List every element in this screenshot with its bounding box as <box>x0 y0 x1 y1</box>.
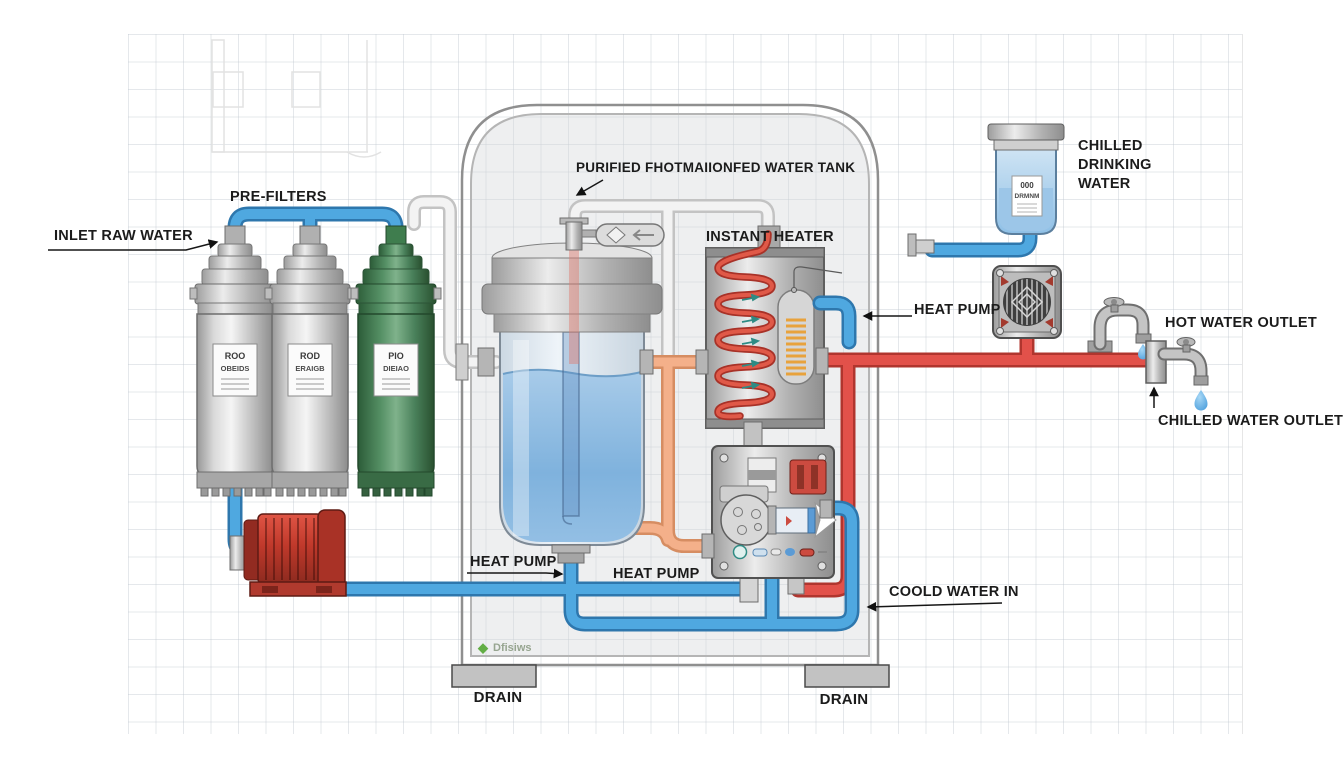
label-hot-water-outlet: HOT WATER OUTLET <box>1165 315 1317 331</box>
background-sketch-lines <box>211 39 382 158</box>
valve-diamond-icon <box>606 226 626 244</box>
instant-heater-unit <box>695 225 843 451</box>
brand-text: Dfisiws <box>493 642 532 654</box>
pre-filter-2: ROD ERAIGB <box>264 225 356 497</box>
tank-float-valve <box>559 217 665 364</box>
enclosure-foot-right <box>804 664 890 688</box>
heating-element <box>786 318 806 376</box>
label-cold-water-in: COOLD WATER IN <box>889 584 1019 600</box>
inlet-arrow <box>48 239 219 251</box>
label-heat-pump-center: HEAT PUMP <box>613 566 700 582</box>
compressor-box <box>701 445 837 603</box>
label-purified-water-tank: PURIFIED FHOTMAIIONFED WATER TANK <box>576 160 856 175</box>
filter2-sticker-title: ROD <box>300 351 321 361</box>
hot-water-faucet <box>1087 297 1152 360</box>
filter1-sticker-sub: OBEIDS <box>221 364 250 373</box>
purified-water-tank <box>455 242 663 564</box>
gauge-row <box>732 544 827 560</box>
filter3-sticker-title: PIO <box>388 351 404 361</box>
brand-logo: ◆ Dfisiws <box>478 640 532 656</box>
container-sticker-title: 000 <box>1020 181 1034 190</box>
white-tubing <box>407 195 775 369</box>
filter2-sticker-sub: ERAIGB <box>295 364 325 373</box>
filter3-sticker-sub: DIEIAO <box>383 364 409 373</box>
label-drain-right: DRAIN <box>819 691 869 708</box>
heat-pump-tank-arrow <box>467 568 564 579</box>
label-chilled-drinking-water: CHILLED DRINKING WATER <box>1078 138 1152 193</box>
heat-pump-fan-unit <box>992 265 1062 339</box>
booster-pump <box>229 509 347 597</box>
chilled-water-container: 000 DRMNM <box>907 123 1065 257</box>
enclosure-foot-left <box>451 664 537 688</box>
pre-filter-1: ROO OBEIDS <box>189 225 281 497</box>
leader-lines <box>48 179 1159 612</box>
cold-water-in-arrow <box>866 601 1003 612</box>
label-chilled-water-outlet: CHILLED WATER OUTLET <box>1158 413 1344 429</box>
label-inlet-raw-water: INLET RAW WATER <box>54 228 193 244</box>
flow-arrows <box>741 293 761 390</box>
label-drain-left: DRAIN <box>473 689 523 706</box>
label-pre-filters: PRE-FILTERS <box>230 189 327 205</box>
brand-diamond-icon: ◆ <box>478 640 488 655</box>
label-heat-pump-tank: HEAT PUMP <box>470 554 557 570</box>
chilled-water-faucet <box>1145 337 1209 411</box>
label-heat-pump-right: HEAT PUMP <box>914 302 1001 318</box>
orange-tubing <box>599 355 715 553</box>
filter1-sticker-title: ROO <box>225 351 246 361</box>
label-instant-heater: INSTANT HEATER <box>706 229 834 245</box>
chilled-faucet-drip <box>1194 390 1208 411</box>
purified-tank-arrow <box>575 179 604 196</box>
refrigerant-elbow <box>812 295 857 350</box>
container-sticker-sub: DRMNM <box>1015 193 1040 200</box>
valve-arrow-icon <box>632 229 654 241</box>
pre-filter-3-green: PIO DIEIAO <box>350 225 442 497</box>
